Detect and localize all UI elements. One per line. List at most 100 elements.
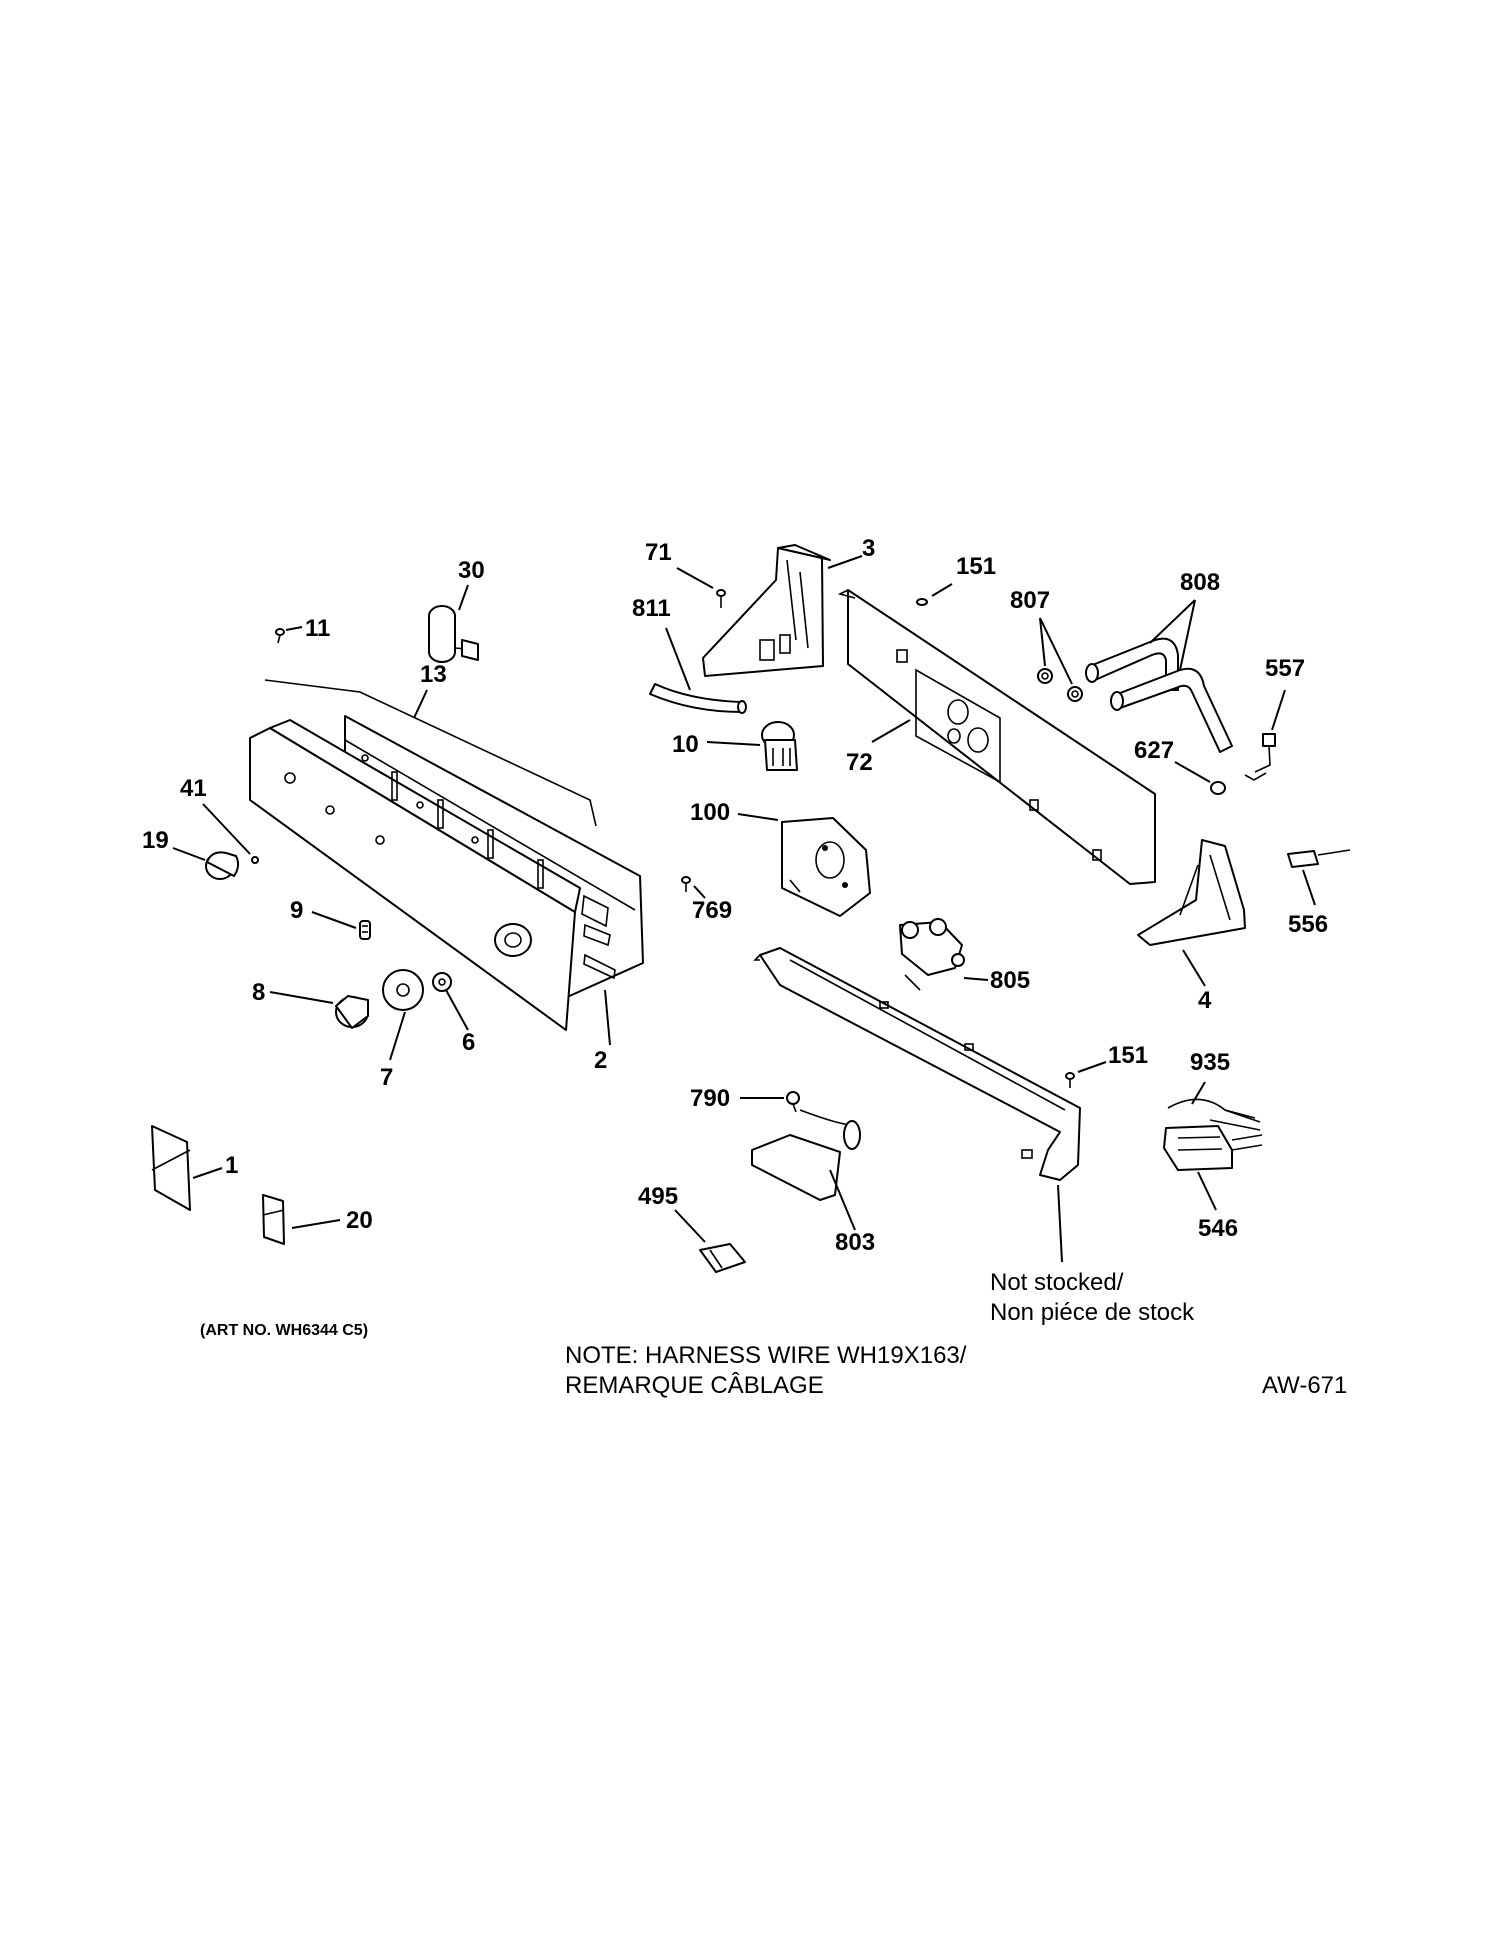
leader-627 (1174, 761, 1211, 783)
part-selector-knob (335, 995, 369, 1029)
part-wire-harness (1167, 1098, 1261, 1131)
callout-557: 557 (1265, 655, 1305, 682)
part-filter-screen (1210, 781, 1226, 795)
leader-72 (871, 719, 911, 743)
part-terminal-block (1163, 1125, 1263, 1171)
leader-151b (1077, 1061, 1107, 1073)
leader-808a (1149, 599, 1196, 644)
leader-19 (172, 847, 206, 861)
part-lid-switch-clip (786, 1091, 800, 1113)
callout-935: 935 (1190, 1049, 1230, 1076)
part-connector (699, 1243, 746, 1273)
art-number: (ART NO. WH6344 C5) (200, 1322, 368, 1339)
leader-805 (963, 977, 989, 981)
leader-151 (931, 583, 953, 597)
part-washer (1037, 668, 1083, 702)
leader-769 (693, 885, 706, 899)
leader-100 (737, 813, 779, 821)
leader-807b (1039, 617, 1073, 685)
callout-11: 11 (305, 615, 330, 642)
part-water-valve (899, 918, 965, 991)
callout-556: 556 (1288, 911, 1328, 938)
part-literature (151, 1125, 191, 1211)
part-end-cap (702, 544, 831, 677)
callout-807: 807 (1010, 587, 1050, 614)
leader-556 (1302, 869, 1316, 906)
part-screw (1065, 1072, 1075, 1088)
callout-151a: 151 (956, 553, 996, 580)
part-power-cord (1244, 733, 1276, 781)
leader-495 (674, 1209, 706, 1243)
part-wire (264, 679, 597, 827)
callout-808: 808 (1180, 569, 1220, 596)
callout-6: 6 (462, 1029, 475, 1056)
callout-1: 1 (225, 1152, 238, 1179)
leader-803 (829, 1169, 856, 1231)
leader-20 (291, 1219, 341, 1229)
leader-6 (445, 989, 469, 1031)
leader-807a (1039, 617, 1046, 667)
leader-935 (1191, 1081, 1206, 1105)
callout-19: 19 (142, 827, 169, 854)
part-screw (916, 598, 928, 606)
leader-808b (1179, 599, 1196, 671)
not-stocked-note-line1: Not stocked/ (990, 1269, 1124, 1296)
callout-13: 13 (420, 661, 447, 688)
part-screw (681, 876, 691, 892)
leader-41 (202, 803, 251, 855)
callout-627: 627 (1134, 737, 1174, 764)
callout-4: 4 (1198, 987, 1212, 1014)
part-pressure-switch (761, 721, 798, 771)
part-nut (432, 972, 452, 992)
callout-495: 495 (638, 1183, 678, 1210)
part-clip (251, 856, 259, 864)
callout-546: 546 (1198, 1215, 1238, 1242)
callout-811: 811 (632, 595, 671, 622)
leader-10 (706, 741, 761, 746)
callout-7: 7 (380, 1064, 393, 1091)
part-back-panel (837, 589, 1156, 885)
leader-546 (1197, 1171, 1217, 1211)
callout-769: 769 (692, 897, 732, 924)
callout-8: 8 (252, 979, 265, 1006)
leader-9 (311, 911, 357, 929)
part-spring (359, 920, 371, 940)
part-timer (781, 817, 871, 917)
not-stocked-note-line2: Non piéce de stock (990, 1299, 1195, 1326)
callout-72: 72 (846, 749, 873, 776)
leader-71 (676, 567, 714, 589)
callout-790: 790 (690, 1085, 730, 1112)
callout-71: 71 (645, 539, 672, 566)
part-hose (649, 683, 747, 714)
callout-803: 803 (835, 1229, 875, 1256)
leader-11 (285, 626, 303, 631)
harness-note-line1: NOTE: HARNESS WIRE WH19X163/ (565, 1342, 967, 1369)
callout-2: 2 (594, 1047, 607, 1074)
leader-3 (827, 555, 863, 569)
part-control-panel (249, 715, 644, 1031)
part-side-bracket (1137, 839, 1246, 946)
leader-not-stocked (1057, 1184, 1063, 1263)
part-inlet-dispenser (751, 1109, 861, 1201)
leader-13 (413, 689, 428, 719)
leader-557 (1271, 689, 1286, 731)
callout-9: 9 (290, 897, 303, 924)
diagram-code: AW-671 (1262, 1372, 1347, 1399)
part-screw (716, 589, 726, 608)
callout-41: 41 (180, 775, 207, 802)
leader-1 (192, 1167, 223, 1179)
leader-811 (665, 627, 691, 691)
part-dial (382, 969, 424, 1011)
callout-30: 30 (458, 557, 485, 584)
part-screw (275, 628, 285, 644)
leader-2 (604, 989, 611, 1046)
part-knob (205, 851, 240, 880)
leader-30 (458, 584, 469, 611)
callout-805: 805 (990, 967, 1030, 994)
callout-20: 20 (346, 1207, 373, 1234)
callout-3: 3 (862, 535, 875, 562)
part-switch (1287, 849, 1351, 868)
leader-8 (269, 991, 334, 1004)
part-fill-hoses (1085, 637, 1233, 753)
